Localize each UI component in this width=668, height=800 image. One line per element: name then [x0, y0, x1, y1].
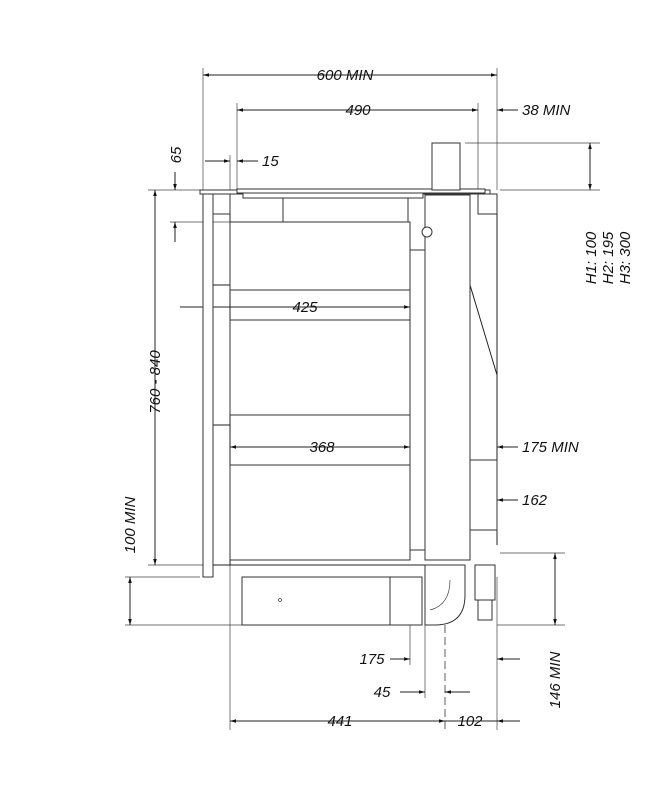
dim-height-h3: H3: 300: [617, 231, 634, 284]
dim-outlet-rear: 102: [457, 713, 483, 730]
dim-outlet-offset: 45: [374, 684, 391, 701]
dim-rear-clearance: 38 MIN: [522, 102, 571, 119]
worktop-and-hob: [199, 142, 491, 223]
dim-overall-width: 600 MIN: [317, 67, 374, 84]
extractor-unit: [409, 194, 498, 561]
extension-lines: [125, 68, 600, 730]
dim-cabinet-height: 760 - 840: [147, 350, 164, 414]
dim-counter-offset: 15: [262, 153, 279, 170]
plinth-duct: [241, 564, 496, 626]
dimension-lines: [128, 73, 592, 723]
dim-hob-depth: 65: [168, 146, 185, 163]
dim-drawer-lower: 368: [309, 439, 335, 456]
dim-outlet-center: 441: [327, 713, 352, 730]
dim-drawer-top: 425: [292, 299, 318, 316]
dim-plinth-height: 100 MIN: [122, 496, 139, 553]
dim-hob-width: 490: [345, 102, 371, 119]
dim-outlet-width: 175: [359, 651, 385, 668]
downdraft-chimney: [431, 142, 461, 191]
dim-height-h2: H2: 195: [600, 231, 617, 284]
dim-plinth-clearance: 146 MIN: [547, 651, 564, 708]
dim-duct-depth: 162: [522, 492, 548, 509]
dim-height-h1: H1: 100: [583, 231, 600, 284]
cabinet: [202, 193, 498, 578]
dim-duct-clearance: 175 MIN: [522, 439, 579, 456]
